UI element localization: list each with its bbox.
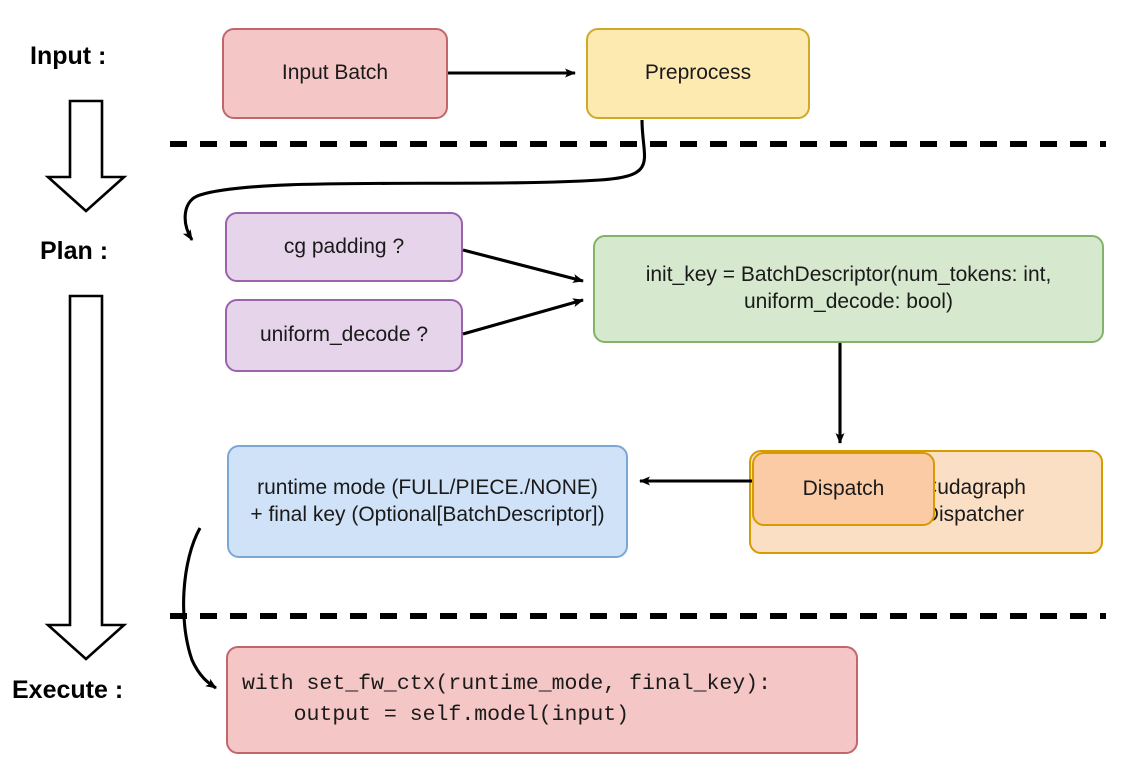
node-runtime-mode[interactable]: runtime mode (FULL/PIECE./NONE)+ final k… [227, 445, 628, 558]
node-cg-padding-label: cg padding ? [283, 234, 405, 258]
stage-label-input: Input : [30, 42, 107, 70]
node-preprocess[interactable]: Preprocess [586, 28, 810, 119]
node-dispatch[interactable]: Dispatch [752, 452, 935, 526]
node-cg-padding[interactable]: cg padding ? [225, 212, 463, 282]
stage-arrow-input-plan-icon [44, 99, 128, 213]
node-input-batch[interactable]: Input Batch [222, 28, 448, 119]
node-init-key-label: init_key = BatchDescriptor(num_tokens: i… [645, 263, 1052, 313]
node-uniform-decode-label: uniform_decode ? [259, 323, 429, 347]
node-runtime-mode-label: runtime mode (FULL/PIECE./NONE)+ final k… [250, 475, 605, 526]
connectors [182, 68, 845, 690]
node-input-batch-label: Input Batch [281, 61, 389, 85]
connector-cg-padding-to-init-key [462, 248, 584, 283]
node-execute-code[interactable]: with set_fw_ctx(runtime_mode, final_key)… [226, 646, 858, 754]
node-init-key[interactable]: init_key = BatchDescriptor(num_tokens: i… [593, 235, 1104, 343]
node-execute-code-label: with set_fw_ctx(runtime_mode, final_key)… [242, 672, 771, 727]
node-preprocess-label: Preprocess [644, 61, 752, 85]
connector-uniform-decode-to-init-key [462, 298, 584, 336]
stage-arrow-plan-execute-icon [44, 294, 128, 661]
connector-runtime-mode-to-execute-code [182, 527, 217, 690]
node-dispatch-label: Dispatch [802, 476, 885, 500]
stage-block-arrows [44, 99, 128, 661]
node-uniform-decode[interactable]: uniform_decode ? [225, 299, 463, 372]
stage-label-plan: Plan : [40, 237, 109, 265]
stage-label-execute: Execute : [12, 676, 124, 704]
